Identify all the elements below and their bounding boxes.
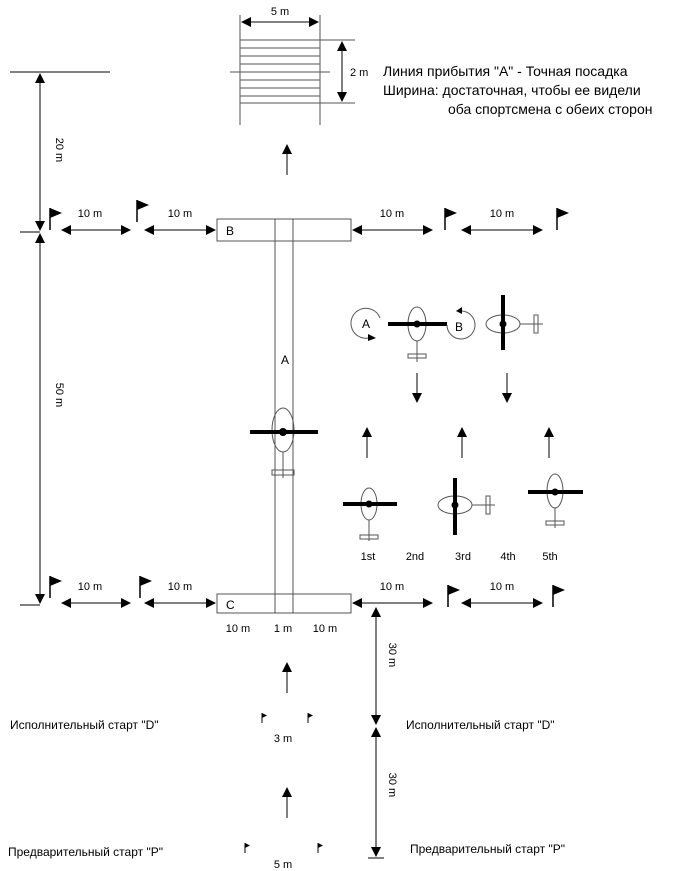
- marker-c: C: [226, 598, 235, 612]
- dim-label: 1 m: [274, 623, 292, 635]
- dim-label: 10 m: [380, 581, 404, 593]
- marker-a: A: [281, 353, 289, 367]
- pre-start-right: Предварительный старт "P": [410, 842, 565, 856]
- pre-start-left: Предварительный старт "P": [8, 845, 163, 859]
- dim-label: 10 m: [168, 581, 192, 593]
- dim-label: 10 m: [78, 581, 102, 593]
- dim-label: 10 m: [78, 208, 102, 220]
- caption-line-3: оба спортсмена с обеих сторон: [448, 101, 652, 117]
- position-label: 2nd: [406, 551, 424, 563]
- dim-label: 10 m: [490, 208, 514, 220]
- exec-start-left: Исполнительный старт "D": [10, 718, 159, 732]
- circle-a-label: A: [362, 317, 370, 331]
- center-strip: [274, 218, 294, 614]
- box-b: [216, 218, 352, 242]
- box-c: [216, 593, 352, 614]
- position-label: 4th: [500, 551, 515, 563]
- width-label: 5 m: [271, 6, 289, 18]
- dim-label: 10 m: [490, 581, 514, 593]
- dim-20m: 20 m: [53, 138, 65, 162]
- landing-zone: 5 m 2 m: [230, 6, 368, 125]
- dim-30m: 30 m: [386, 773, 398, 797]
- dim-50m: 50 m: [53, 383, 65, 407]
- caption-line-1: Линия прибытия "A" - Точная посадка: [383, 63, 628, 79]
- depth-label: 2 m: [350, 67, 368, 79]
- dim-30m: 30 m: [386, 643, 398, 667]
- position-label: 3rd: [455, 551, 471, 563]
- figure-sequence: A B: [343, 295, 583, 541]
- dim-label: 10 m: [168, 208, 192, 220]
- position-label: 1st: [361, 551, 376, 563]
- marker-b: B: [226, 224, 234, 238]
- position-label: 5th: [542, 551, 557, 563]
- dim-label: 10 m: [380, 208, 404, 220]
- circle-b-label: B: [455, 320, 463, 334]
- exec-gap: 3 m: [274, 733, 292, 745]
- plane-icon: [250, 407, 318, 478]
- dim-label: 10 m: [313, 623, 337, 635]
- pre-gap: 5 m: [274, 859, 292, 871]
- exec-start-right: Исполнительный старт "D": [406, 718, 555, 732]
- caption-line-2: Ширина: достаточная, чтобы ее видели: [383, 82, 641, 98]
- dim-label: 10 m: [226, 623, 250, 635]
